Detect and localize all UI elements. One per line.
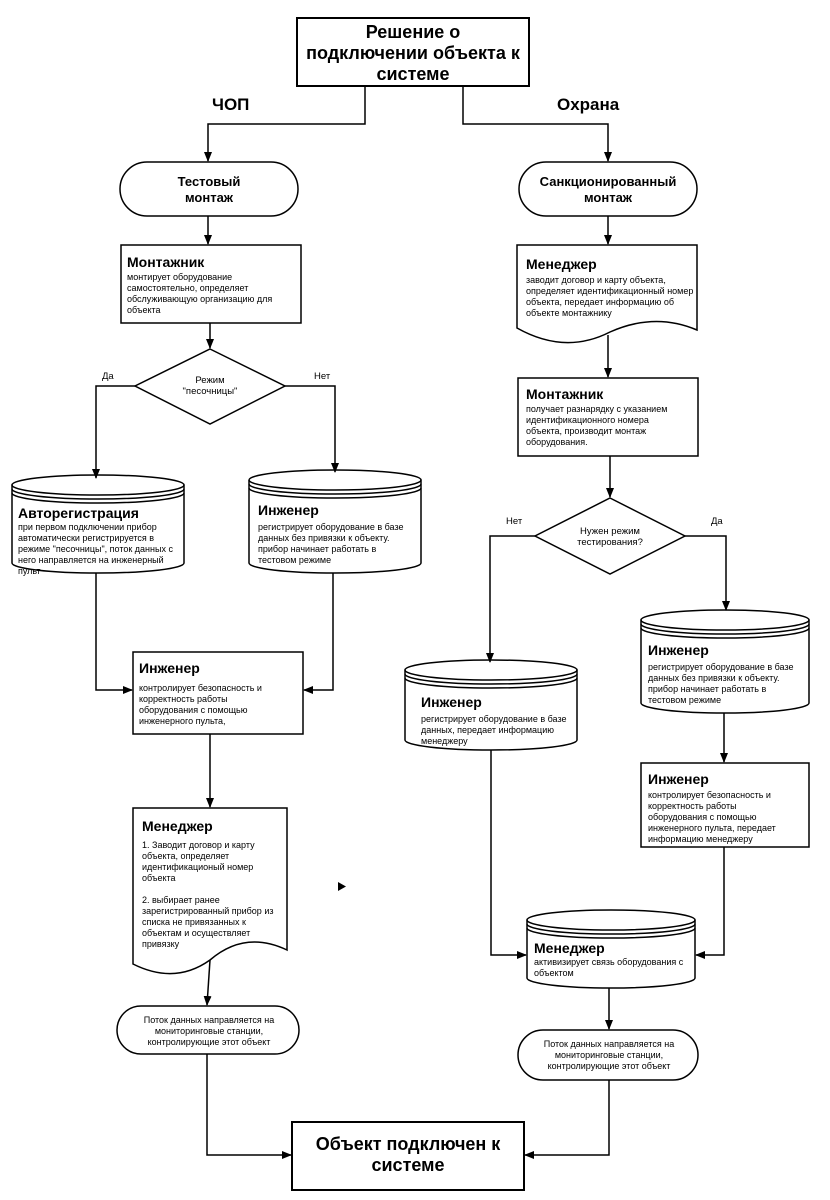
left-decision-shape (133, 348, 287, 425)
right-engineer-no-title: Инженер (421, 694, 482, 710)
right-manager-shape (516, 244, 698, 344)
right-engineer-db-text: регистрирует оборудование в базе данных … (648, 662, 794, 705)
connector-left-decision-yes (92, 385, 135, 479)
autoreg-shape (11, 474, 185, 574)
right-decision-yes: Да (711, 516, 723, 527)
left-manager-text: 1. Заводит договор и карту объекта, опре… (142, 840, 274, 949)
right-decision-text: Нужен режим тестирования? (577, 526, 643, 548)
connector-right-decision-no (486, 535, 535, 663)
right-installer-title: Монтажник (526, 386, 604, 402)
right-branch-label: Охрана (557, 95, 620, 114)
right-engineer-no-text: регистрирует оборудование в базе данных,… (421, 714, 567, 746)
right-installer-shape (517, 377, 699, 457)
right-manager-act-shape (526, 909, 696, 989)
connector-left-flow-end (206, 1054, 292, 1159)
autoreg-text: при первом подключении прибор автоматиче… (18, 522, 173, 576)
left-terminal-label: Тестовый монтаж (177, 174, 241, 205)
right-flow-shape (517, 1029, 699, 1081)
connector-right-engno-act (490, 750, 527, 959)
left-decision-text: Режим "песочницы" (182, 375, 238, 397)
left-installer-text: монтирует оборудование самостоятельно, о… (127, 272, 273, 315)
left-manager-title: Менеджер (142, 818, 213, 834)
right-engineer-ctrl-text: контролирует безопасность и корректность… (648, 790, 776, 844)
autoreg-title: Авторегистрация (18, 505, 139, 521)
right-manager-text: заводит договор и карту объекта, определ… (526, 275, 694, 318)
right-engineer-db-shape (640, 609, 810, 714)
left-engineer-ctrl-text: контролирует безопасность и корректность… (139, 683, 262, 726)
connector-left-decision-no (285, 385, 339, 473)
left-engineer-ctrl-shape (132, 651, 304, 735)
stray-arrow-marker (338, 882, 346, 891)
left-installer-shape (120, 244, 302, 324)
right-engineer-ctrl-shape (640, 762, 810, 848)
connector-manager-flow (203, 959, 212, 1006)
start-label: Решение о подключении объекта к системе (306, 22, 520, 84)
right-engineer-no-shape (404, 659, 578, 751)
left-engineer-db-text: регистрирует оборудование в базе данных … (258, 522, 404, 565)
connector-start-left (204, 86, 366, 162)
connector-autoreg-ctrl (95, 573, 133, 694)
start-box (296, 17, 530, 87)
right-engineer-ctrl-title: Инженер (648, 771, 709, 787)
left-manager-shape (132, 807, 288, 975)
left-installer-title: Монтажник (127, 254, 205, 270)
right-flow-text: Поток данных направляется на мониторинго… (543, 1039, 675, 1071)
left-terminal-shape (119, 161, 299, 217)
left-engineer-ctrl-title: Инженер (139, 660, 200, 676)
right-engineer-db-title: Инженер (648, 642, 709, 658)
connector-right-flow-end (524, 1080, 610, 1159)
connector-start-right (462, 86, 612, 162)
right-installer-text: получает разнарядку с указанием идентифи… (526, 404, 668, 447)
right-manager-act-text: активизирует связь оборудования с объект… (534, 957, 684, 978)
left-decision-no: Нет (314, 371, 331, 382)
end-label: Объект подключен к системе (315, 1134, 501, 1175)
right-manager-title: Менеджер (526, 256, 597, 272)
right-decision-no: Нет (506, 516, 523, 527)
connector-right-ctrl-act (695, 847, 725, 959)
connector-engdb-ctrl (303, 573, 334, 694)
left-branch-label: ЧОП (212, 95, 250, 114)
right-terminal-label: Санкционированный монтаж (539, 174, 677, 205)
left-engineer-db-shape (248, 469, 422, 574)
right-decision-shape (533, 497, 687, 575)
left-decision-yes: Да (102, 371, 114, 382)
left-flow-text: Поток данных направляется на мониторинго… (143, 1015, 275, 1047)
right-manager-act-title: Менеджер (534, 940, 605, 956)
connector-right-decision-yes (685, 535, 730, 611)
end-box (291, 1121, 525, 1191)
left-flow-shape (116, 1005, 300, 1055)
left-engineer-db-title: Инженер (258, 502, 319, 518)
